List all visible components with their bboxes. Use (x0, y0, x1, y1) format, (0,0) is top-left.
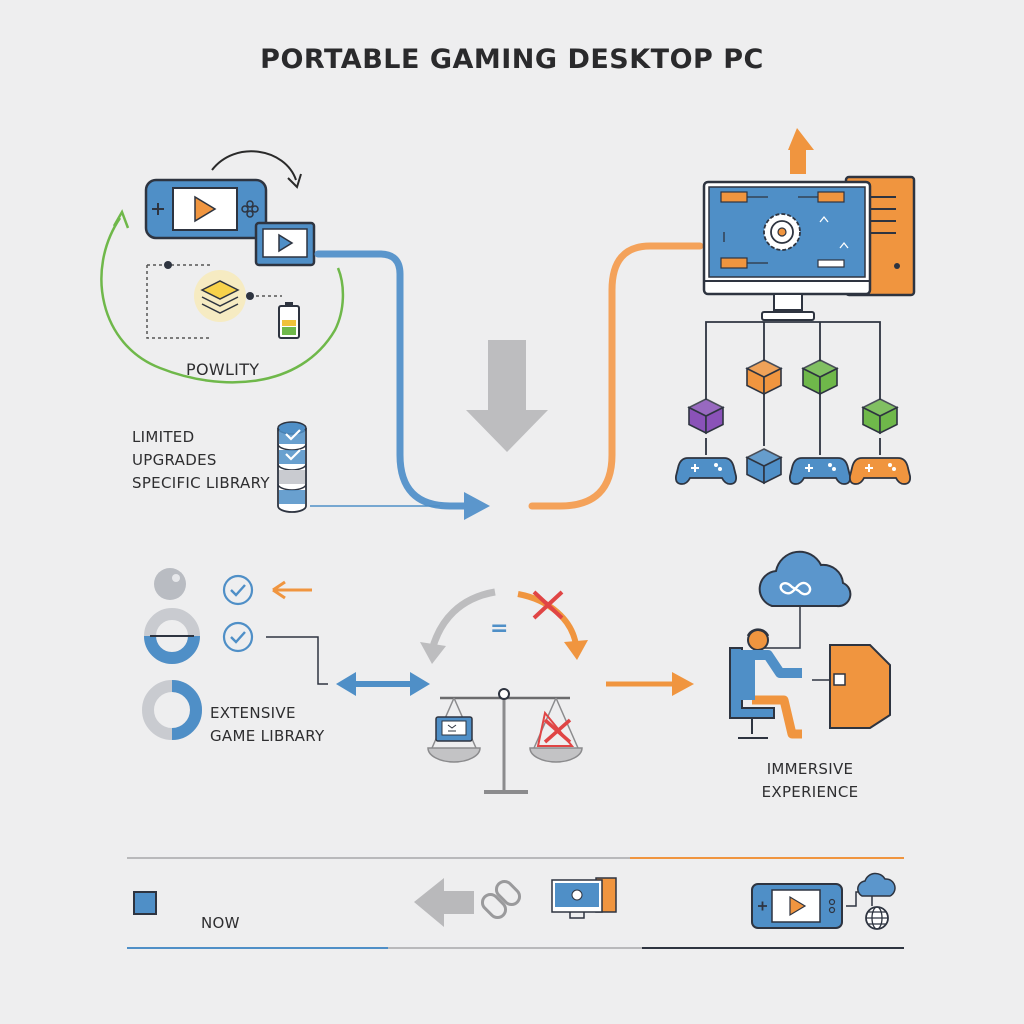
orange-flow-line (528, 242, 704, 510)
blue-flow-line (314, 250, 474, 510)
user-avatar-icon (154, 568, 186, 600)
desktop-monitor-icon (702, 180, 872, 321)
gamepad-group (674, 457, 912, 485)
balance-scale-icon (427, 688, 583, 794)
handheld-console-icon (144, 178, 268, 240)
extensive-library-label: EXTENSIVE GAME LIBRARY (210, 702, 324, 748)
limitations-list: LIMITED UPGRADES SPECIFIC LIBRARY (132, 426, 270, 495)
blue-flow-arrowhead (464, 492, 490, 520)
extensive-line: EXTENSIVE (210, 704, 296, 722)
globe-icon (865, 906, 889, 930)
rotate-arrow (211, 150, 297, 181)
dotted-connector (146, 264, 282, 339)
donut-chart-icon-large (142, 680, 202, 740)
cube-icon (687, 398, 725, 435)
double-arrow-icon (336, 672, 430, 696)
gamepad-icon (848, 457, 912, 485)
page-title: PORTABLE GAMING DESKTOP PC (260, 44, 764, 75)
checkmark-icon (222, 574, 254, 653)
desktop-cluster (702, 128, 916, 455)
cube-group (687, 359, 899, 485)
video-tablet-icon (254, 221, 316, 267)
down-arrow-icon (466, 340, 548, 452)
handheld-cluster (100, 150, 345, 384)
extensive-line: GAME LIBRARY (210, 727, 325, 745)
small-cloud-icon (857, 872, 896, 897)
cross-icon (532, 590, 564, 620)
now-square-icon (133, 891, 157, 915)
battery-icon (278, 302, 300, 339)
immersive-line: IMMERSIVE (766, 760, 854, 778)
gray-curve-arrow (428, 588, 496, 651)
database-check-icon (277, 421, 307, 513)
gear-icon (763, 213, 801, 251)
equals-sign: = (490, 616, 509, 641)
immersive-experience-label: IMMERSIVE EXPERIENCE (750, 758, 870, 804)
mini-desktop-icon (551, 877, 617, 919)
gamepad-icon (674, 457, 738, 485)
mini-handheld-icon (751, 883, 843, 929)
limitation-item: LIMITED (132, 428, 195, 446)
cube-icon (861, 398, 899, 435)
cube-icon (801, 359, 839, 396)
cycle-arc (100, 217, 345, 384)
gamepad-icon (788, 457, 852, 485)
link-icon (480, 879, 522, 920)
timeline (127, 857, 904, 949)
limitation-item: UPGRADES (132, 451, 217, 469)
cycle-arrowhead (112, 209, 130, 229)
limitation-item: SPECIFIC LIBRARY (132, 474, 270, 492)
cloud-connector (758, 606, 801, 649)
cube-icon (745, 359, 783, 396)
powlity-label: POWLITY (186, 360, 260, 379)
now-label: NOW (201, 914, 240, 932)
back-arrow-icon (414, 878, 474, 927)
cube-icon (745, 448, 783, 485)
donut-chart-icon (144, 608, 200, 664)
hierarchy-lines (705, 321, 881, 455)
gamer-chair-icon (729, 628, 891, 739)
immersive-line: EXPERIENCE (761, 783, 859, 801)
orange-left-arrow (272, 580, 312, 600)
elbow-connector (266, 636, 328, 685)
layers-icon (200, 280, 240, 314)
cloud-infinity-icon (758, 550, 852, 608)
up-arrow-icon (788, 128, 814, 174)
